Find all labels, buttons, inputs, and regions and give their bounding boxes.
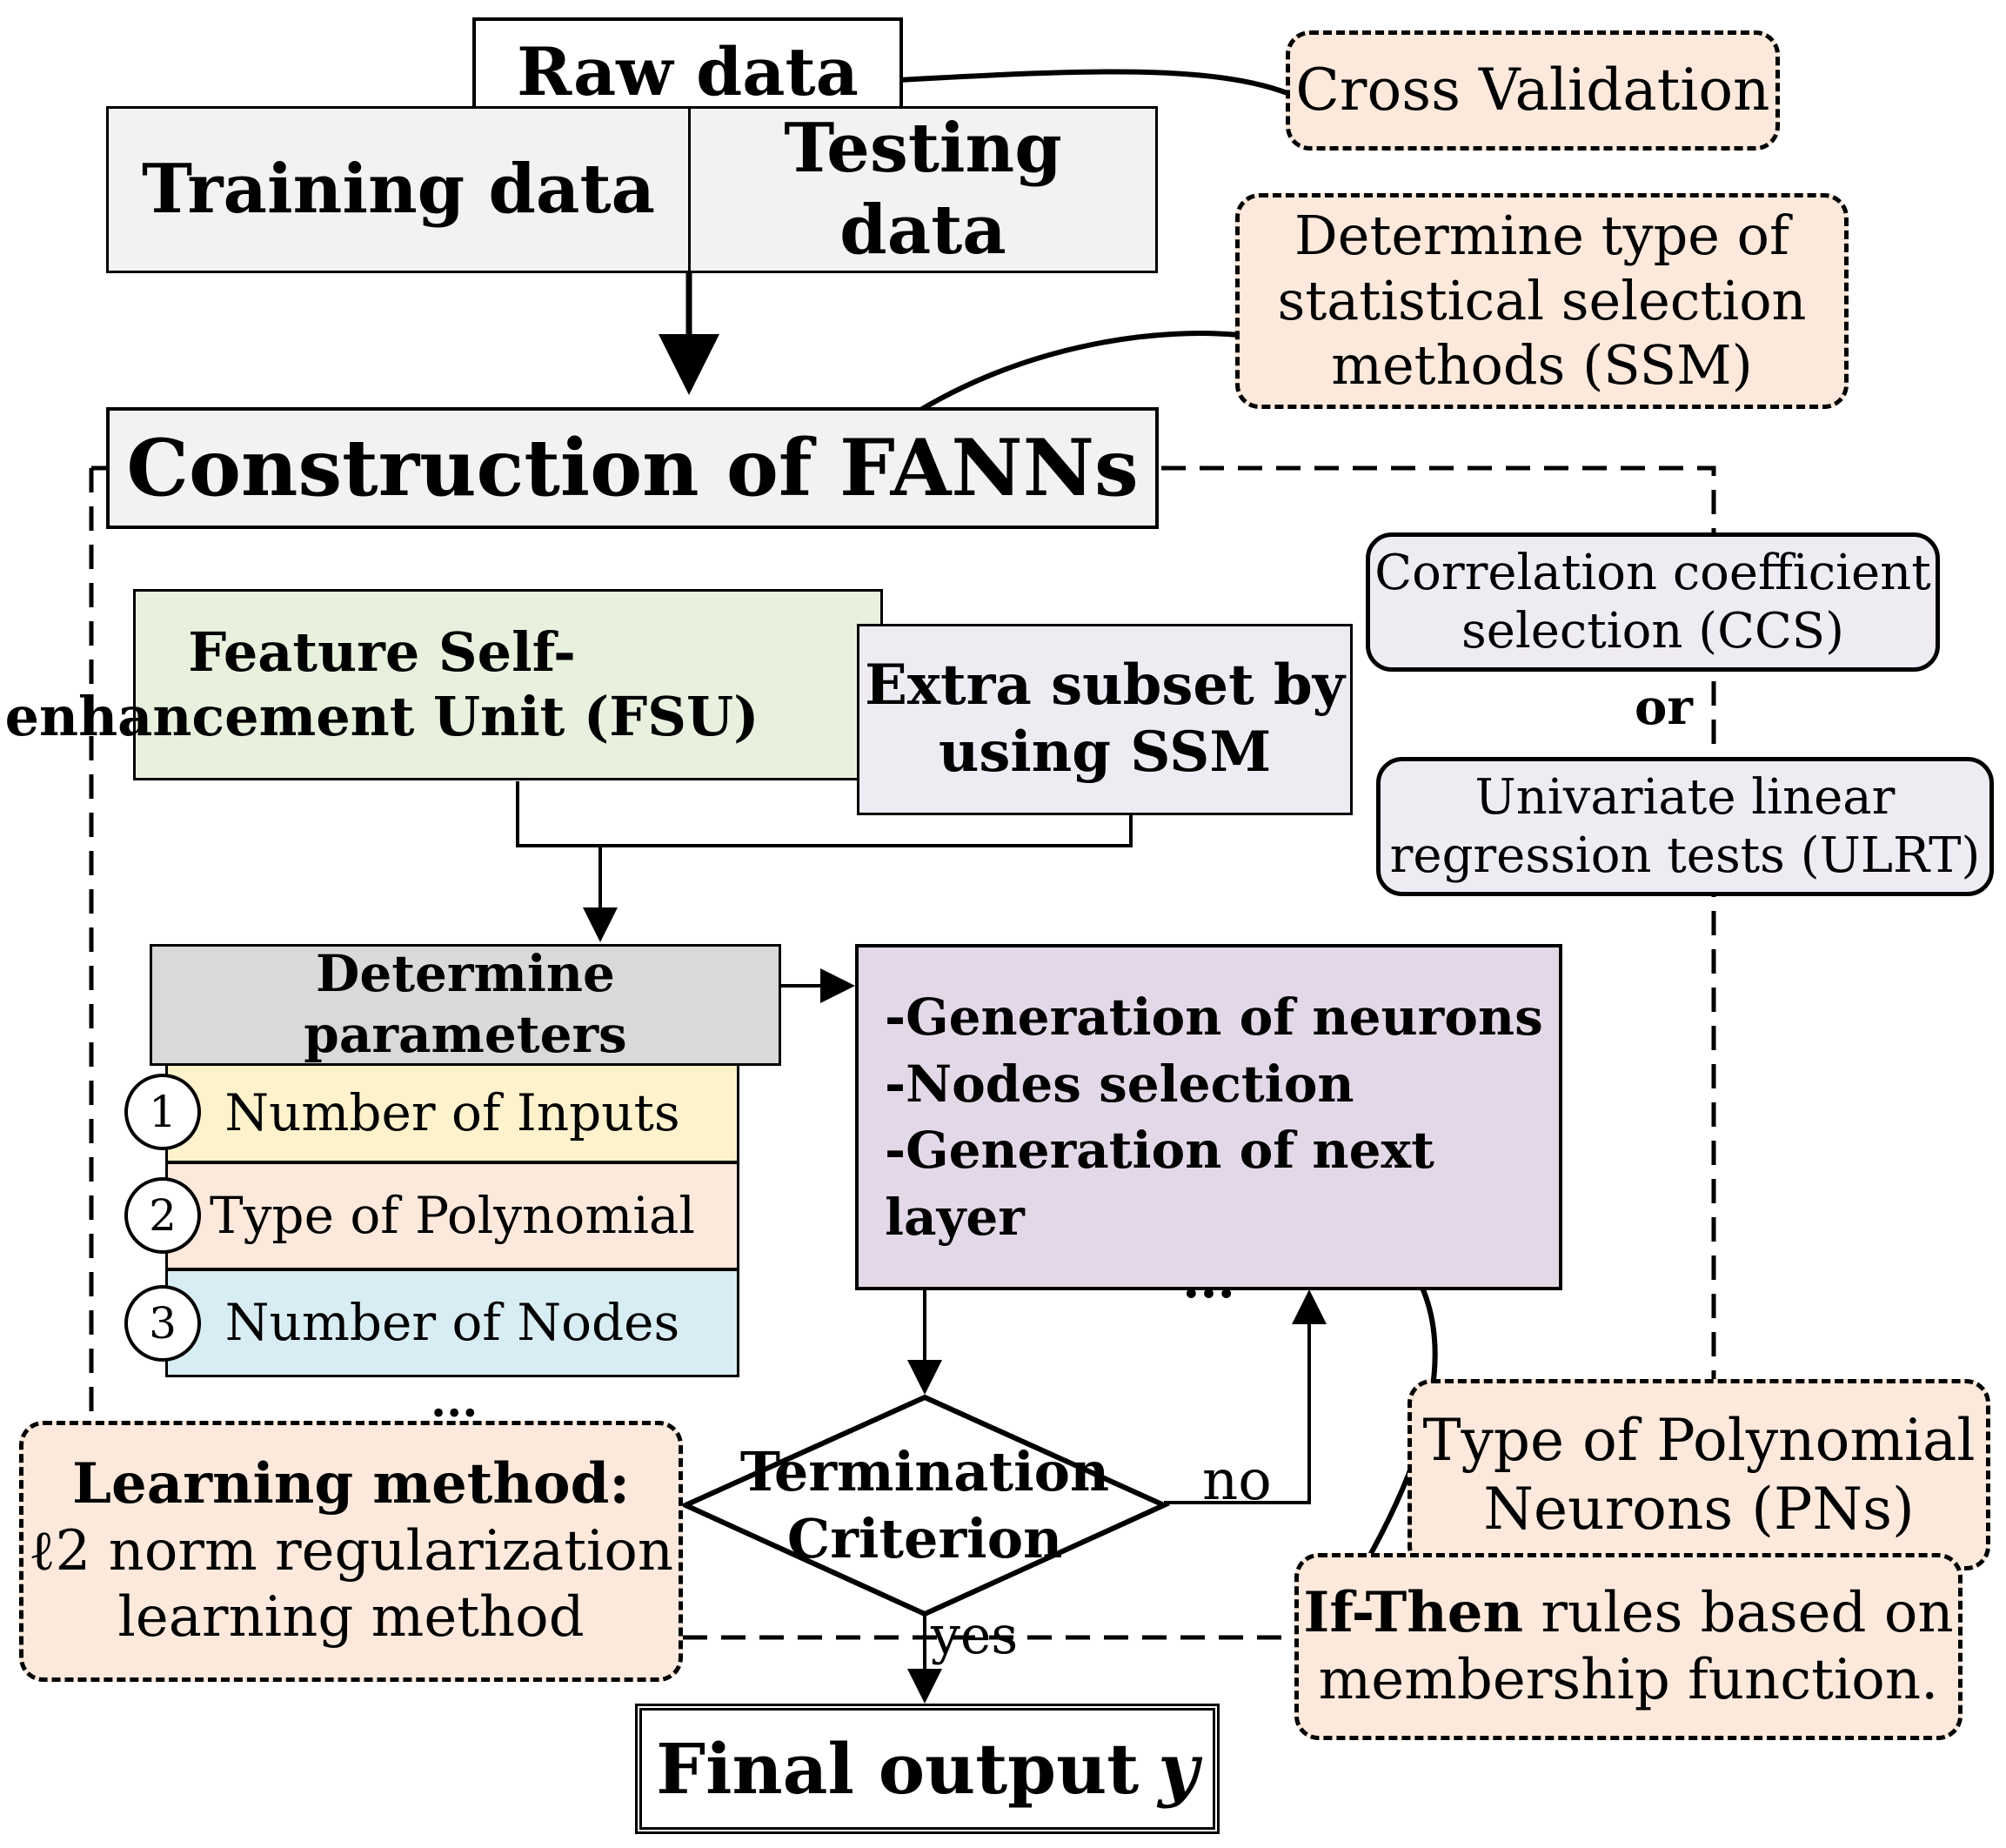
construction-to-ssm-curve <box>881 331 1262 438</box>
learning-method-line-1: ℓ2 norm regularization <box>28 1518 674 1584</box>
pn-type-box: Type of Polynomial Neurons (PNs) <box>1408 1379 1990 1570</box>
determine-parameters-label: Determine parameters <box>304 944 627 1064</box>
param-number-1: 1 <box>124 1074 201 1150</box>
construction-label: Construction of FANNs <box>126 422 1139 514</box>
learning-method-heading: Learning method: <box>72 1450 630 1517</box>
if-then-rest: rules based on <box>1522 1580 1954 1645</box>
ulrt-line-2: regression tests (ULRT) <box>1389 827 1981 884</box>
determine-parameters-box: Determine parameters <box>150 944 781 1066</box>
termination-label: Termination Criterion <box>738 1427 1112 1584</box>
no-label: no <box>1202 1449 1272 1513</box>
fsu-line-1: Feature Self- <box>188 619 576 684</box>
param-row-nodes: Number of Nodes <box>165 1269 739 1377</box>
final-output-label: Final output <box>656 1728 1140 1810</box>
pn-type-line-2: Neurons (PNs) <box>1483 1476 1915 1543</box>
ccs-box: Correlation coefficient selection (CCS) <box>1366 532 1940 672</box>
learning-method-box: Learning method: ℓ2 norm regularization … <box>19 1421 683 1682</box>
ulrt-box: Univariate linear regression tests (ULRT… <box>1376 757 1994 896</box>
testing-data-box: Testing data <box>688 106 1158 273</box>
termination-diamond <box>679 1394 1171 1617</box>
training-data-box: Training data <box>106 106 691 273</box>
final-output-variable: y <box>1158 1728 1199 1810</box>
ulrt-line-1: Univariate linear <box>1474 768 1896 826</box>
if-then-line-1: If-Then rules based on <box>1303 1580 1953 1647</box>
param-inputs-label: Number of Inputs <box>224 1082 680 1142</box>
testing-data-label: Testing data <box>784 109 1062 270</box>
param-row-inputs: Number of Inputs <box>165 1063 739 1163</box>
ccs-line-1: Correlation coefficient <box>1374 544 1931 601</box>
no-branch-arrow <box>1164 1289 1327 1504</box>
training-data-label: Training data <box>141 150 656 230</box>
determine-ssm-line-2: statistical selection <box>1277 268 1807 332</box>
process-step-2: -Nodes selection <box>885 1054 1354 1114</box>
param-nodes-label: Number of Nodes <box>224 1292 680 1352</box>
final-output-box: Final output y <box>635 1704 1220 1834</box>
determine-ssm-line-3: methods (SSM) <box>1331 333 1753 398</box>
params-ellipsis: ... <box>431 1375 478 1428</box>
yes-label: yes <box>931 1605 1019 1666</box>
if-then-box: If-Then rules based on membership functi… <box>1294 1553 1963 1740</box>
cross-validation-label: Cross Validation <box>1295 57 1770 124</box>
termination-line-2: Criterion <box>786 1507 1063 1570</box>
ccs-line-2: selection (CCS) <box>1461 603 1845 660</box>
param-number-2: 2 <box>124 1177 201 1254</box>
construction-dashed-loop <box>1161 465 1716 1379</box>
fsu-box: Feature Self- enhancement Unit (FSU) <box>5 589 883 780</box>
learning-method-line-2: learning method <box>117 1585 585 1650</box>
extra-subset-line-1: Extra subset by <box>865 653 1345 719</box>
cross-validation-box: Cross Validation <box>1286 30 1780 151</box>
construction-box: Construction of FANNs <box>106 407 1159 529</box>
pn-type-line-1: Type of Polynomial <box>1422 1406 1976 1474</box>
process-box: -Generation of neurons -Nodes selection … <box>855 944 1562 1309</box>
determine-ssm-box: Determine type of statistical selection … <box>1235 193 1849 409</box>
if-then-line-2: membership function. <box>1318 1647 1939 1712</box>
process-step-3: -Generation of next layer <box>885 1121 1434 1247</box>
process-step-1: -Generation of neurons <box>885 988 1543 1047</box>
param-row-polynomial: Type of Polynomial <box>165 1162 739 1270</box>
raw-to-cv-curve <box>880 69 1314 107</box>
extra-subset-line-2: using SSM <box>938 720 1272 785</box>
termination-line-1: Termination <box>739 1439 1110 1503</box>
param-polynomial-label: Type of Polynomial <box>209 1185 696 1245</box>
fsu-merge-line <box>516 781 1133 847</box>
process-step-more: ... <box>1182 1250 1235 1310</box>
param-number-3: 3 <box>124 1285 201 1362</box>
if-then-bold: If-Then <box>1303 1579 1523 1645</box>
fsu-line-2: enhancement Unit (FSU) <box>4 685 759 748</box>
determine-ssm-line-1: Determine type of <box>1294 204 1789 268</box>
or-label: or <box>1629 679 1698 736</box>
raw-data-label: Raw data <box>517 32 859 110</box>
extra-subset-box: Extra subset by using SSM <box>857 624 1353 815</box>
